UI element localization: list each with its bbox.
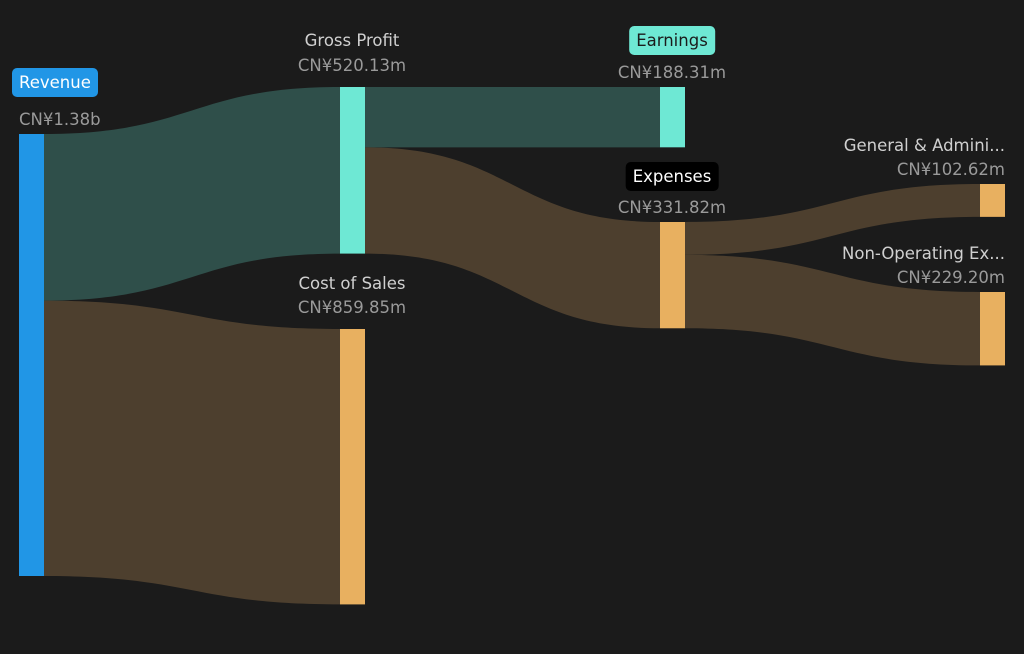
expenses-badge: Expenses <box>625 162 719 191</box>
flow-gross-profit-to-expenses <box>365 147 660 329</box>
node-label-expenses: Expenses <box>625 162 719 191</box>
flow-gross-profit-to-earnings <box>365 87 660 148</box>
node-value-cost-of-sales: CN¥859.85m <box>297 298 407 317</box>
node-label-general-admin: General & Admini... <box>843 136 1005 155</box>
node-bar-revenue <box>19 134 44 576</box>
node-label-revenue: Revenue <box>12 68 98 97</box>
node-label-non-operating: Non-Operating Ex... <box>842 244 1005 263</box>
revenue-badge: Revenue <box>12 68 98 97</box>
node-label-earnings: Earnings <box>629 26 715 55</box>
flow-revenue-to-gross-profit <box>44 87 340 301</box>
node-bar-cost-of-sales <box>340 329 365 605</box>
flow-expenses-to-non-operating <box>685 254 980 366</box>
node-bar-expenses <box>660 222 685 329</box>
node-label-gross-profit: Gross Profit <box>304 31 400 50</box>
flow-expenses-to-general-admin <box>685 184 980 255</box>
earnings-badge: Earnings <box>629 26 715 55</box>
node-bar-general-admin <box>980 184 1005 217</box>
node-value-revenue: CN¥1.38b <box>19 110 101 129</box>
node-value-earnings: CN¥188.31m <box>617 63 727 82</box>
flow-revenue-to-cost-of-sales <box>44 300 340 605</box>
node-bar-gross-profit <box>340 87 365 254</box>
node-value-expenses: CN¥331.82m <box>617 198 727 217</box>
node-bar-earnings <box>660 87 685 148</box>
node-label-cost-of-sales: Cost of Sales <box>298 274 406 293</box>
node-value-gross-profit: CN¥520.13m <box>297 56 407 75</box>
node-bar-non-operating <box>980 292 1005 366</box>
node-value-non-operating: CN¥229.20m <box>896 268 1005 287</box>
node-value-general-admin: CN¥102.62m <box>896 160 1005 179</box>
